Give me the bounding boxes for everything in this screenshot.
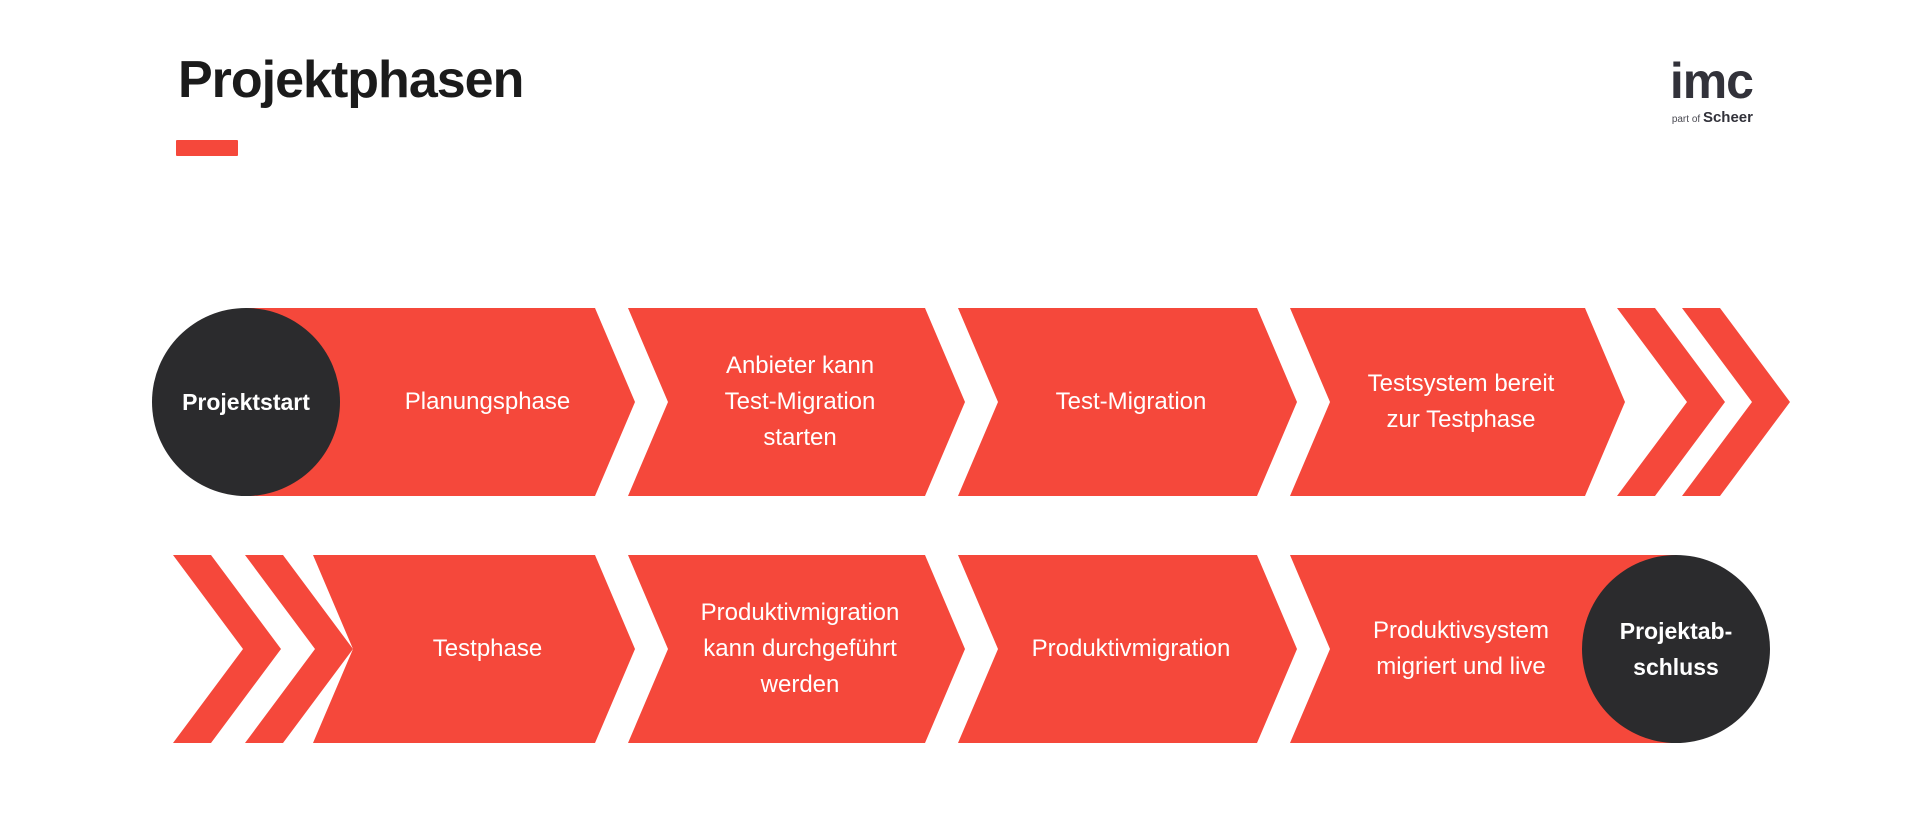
arrow-row2-phase1	[313, 555, 635, 743]
logo-part-of-text: part of	[1671, 114, 1701, 125]
arrow-row2-phase4	[1290, 555, 1676, 743]
chevron-stripe-row1-a	[1617, 308, 1725, 496]
arrow-row1-phase4	[1290, 308, 1625, 496]
arrow-row2-phase2	[628, 555, 965, 743]
logo-scheer-text: Scheer	[1702, 109, 1753, 126]
imc-logo-wordmark: imc	[1669, 53, 1754, 109]
start-circle	[152, 308, 340, 496]
imc-logo: imc part of Scheer	[1600, 53, 1754, 125]
chevron-stripe-row2-a	[173, 555, 281, 743]
chevron-stripe-row2-b	[245, 555, 353, 743]
chevron-stripe-row1-b	[1682, 308, 1790, 496]
arrow-row2-phase3	[958, 555, 1297, 743]
imc-logo-subline: part of Scheer	[1600, 110, 1753, 125]
title-underline	[176, 140, 238, 156]
arrow-row1-phase1	[246, 308, 635, 496]
end-circle	[1582, 555, 1770, 743]
arrow-row1-phase2	[628, 308, 965, 496]
page-title: Projektphasen	[178, 51, 524, 109]
arrow-row1-phase3	[958, 308, 1297, 496]
